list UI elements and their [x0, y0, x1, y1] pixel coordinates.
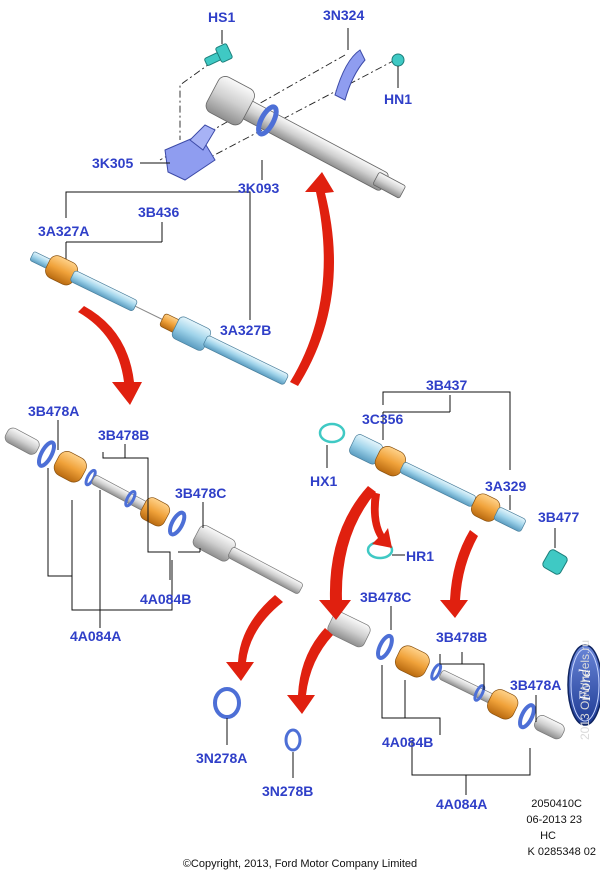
leader-lines-lower-left	[47, 420, 204, 628]
reference-line-2: 06-2013 23	[526, 814, 582, 826]
intermediate-shaft-assembly	[159, 43, 406, 199]
reference-line-3: HC	[540, 830, 556, 842]
boot-clamp-3n278a	[213, 687, 241, 719]
right-driveshaft-assembly	[349, 434, 526, 532]
callout-4a084b-right: 4A084B	[382, 734, 433, 750]
callout-3n278b: 3N278B	[262, 783, 313, 799]
callout-3b478c-left: 3B478C	[175, 485, 226, 501]
callout-3b478b-right: 3B478B	[436, 629, 487, 645]
callout-hr1: HR1	[406, 548, 434, 564]
ford-logo: Ford	[567, 644, 600, 726]
callout-hn1: HN1	[384, 91, 412, 107]
red-flow-arrows	[78, 172, 478, 714]
callout-3n278a: 3N278A	[196, 750, 247, 766]
callout-3b478c-right: 3B478C	[360, 589, 411, 605]
nut-hn1	[391, 53, 405, 67]
svg-text:Ford: Ford	[577, 668, 594, 701]
intermediate-shaft	[205, 76, 406, 199]
left-driveshaft-assembly	[30, 251, 289, 385]
callout-3b437: 3B437	[426, 377, 467, 393]
callout-labels: HS1 3N324 HN1 3K305 3K093 3B436 3A327A 3…	[28, 7, 579, 812]
watermark: 2013 OnWheels.ru	[578, 639, 592, 740]
callout-3k093: 3K093	[238, 180, 279, 196]
left-exploded-shaft	[4, 427, 303, 594]
callout-3b478b-left: 3B478B	[98, 427, 149, 443]
circlip-hx1	[318, 422, 346, 444]
right-exploded-shaft	[327, 611, 565, 740]
callout-3a329: 3A329	[485, 478, 526, 494]
callout-4a084a-left: 4A084A	[70, 628, 121, 644]
bolt-hs1	[204, 43, 233, 66]
bracket	[164, 124, 216, 181]
callout-hs1: HS1	[208, 9, 235, 25]
reference-line-1: 2050410C	[531, 798, 582, 810]
leader-lines-right	[326, 391, 556, 556]
boot-clamp-3n278b	[284, 728, 302, 752]
callout-hx1: HX1	[310, 473, 337, 489]
leader-lines-top	[65, 28, 399, 320]
callout-3a327a: 3A327A	[38, 223, 89, 239]
nut-3b477	[542, 549, 568, 575]
callout-4a084b-left: 4A084B	[140, 591, 191, 607]
callout-3n324: 3N324	[323, 7, 364, 23]
callout-3b478a-left: 3B478A	[28, 403, 79, 419]
callout-3k305: 3K305	[92, 155, 133, 171]
bearing-cap	[334, 49, 366, 101]
copyright-notice: ©Copyright, 2013, Ford Motor Company Lim…	[182, 858, 418, 870]
callout-3c356: 3C356	[362, 411, 403, 427]
callout-3a327b: 3A327B	[220, 322, 271, 338]
callout-3b478a-right: 3B478A	[510, 677, 561, 693]
leader-lines-lower-right	[381, 606, 537, 795]
callout-3b477: 3B477	[538, 509, 579, 525]
callout-4a084a-right: 4A084A	[436, 796, 487, 812]
callout-3b436: 3B436	[138, 204, 179, 220]
reference-line-4: K 0285348 02	[527, 846, 596, 858]
